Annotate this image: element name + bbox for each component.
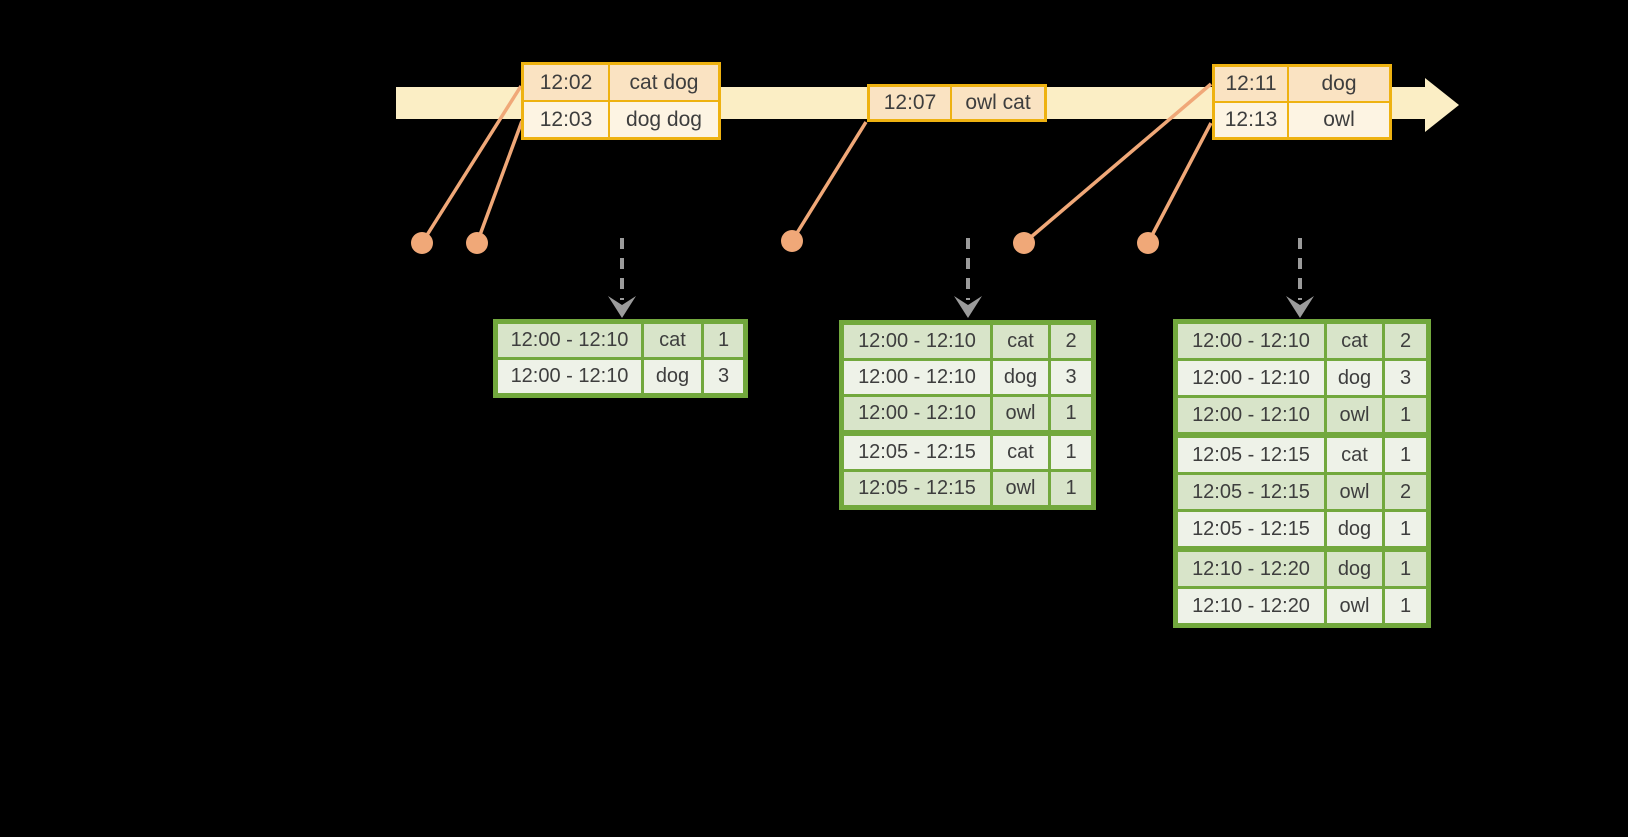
event-time-cell: 12:13 — [1215, 103, 1287, 137]
count-cell: 1 — [1051, 436, 1091, 469]
count-cell: 3 — [1051, 361, 1091, 394]
word-cell: cat — [1327, 324, 1382, 358]
event-time-cell: 12:03 — [524, 102, 608, 137]
window-cell: 12:10 - 12:20 — [1178, 552, 1324, 586]
count-cell: 2 — [1385, 324, 1426, 358]
trigger-arrow-icon — [608, 296, 636, 318]
count-cell: 1 — [1051, 397, 1091, 430]
word-cell: cat — [1327, 438, 1382, 472]
word-cell: owl — [1327, 589, 1382, 623]
word-cell: owl — [993, 397, 1048, 430]
count-cell: 1 — [1385, 512, 1426, 546]
word-cell: owl — [993, 472, 1048, 505]
word-cell: dog — [644, 360, 701, 393]
event-dot-icon — [781, 230, 803, 252]
count-cell: 1 — [1385, 398, 1426, 432]
window-cell: 12:05 - 12:15 — [1178, 512, 1324, 546]
window-cell: 12:05 - 12:15 — [844, 472, 990, 505]
word-cell: dog — [1327, 361, 1382, 395]
event-time-cell: 12:02 — [524, 65, 608, 100]
trigger-arrows — [620, 238, 1302, 300]
trigger-arrow-icon — [954, 296, 982, 318]
window-cell: 12:00 - 12:10 — [498, 324, 641, 357]
connector-line — [790, 121, 868, 242]
count-cell: 1 — [1385, 589, 1426, 623]
word-cell: dog — [993, 361, 1048, 394]
trigger-arrow-icon — [1286, 296, 1314, 318]
count-cell: 3 — [704, 360, 743, 393]
window-cell: 12:00 - 12:10 — [1178, 361, 1324, 395]
event-dot-icon — [411, 232, 433, 254]
window-cell: 12:00 - 12:10 — [1178, 324, 1324, 358]
count-cell: 1 — [1385, 438, 1426, 472]
event-words-cell: owl — [1289, 103, 1389, 137]
event-time-cell: 12:07 — [870, 87, 950, 119]
event-words-cell: owl cat — [952, 87, 1044, 119]
event-dot-icon — [466, 232, 488, 254]
window-cell: 12:00 - 12:10 — [1178, 398, 1324, 432]
word-cell: cat — [993, 436, 1048, 469]
word-cell: dog — [1327, 552, 1382, 586]
word-cell: dog — [1327, 512, 1382, 546]
count-cell: 1 — [704, 324, 743, 357]
count-cell: 1 — [1385, 552, 1426, 586]
word-cell: cat — [644, 324, 701, 357]
window-cell: 12:00 - 12:10 — [844, 361, 990, 394]
window-cell: 12:05 - 12:15 — [1178, 438, 1324, 472]
window-cell: 12:05 - 12:15 — [844, 436, 990, 469]
window-cell: 12:00 - 12:10 — [844, 325, 990, 358]
count-cell: 1 — [1051, 472, 1091, 505]
event-time-cell: 12:11 — [1215, 67, 1287, 101]
event-dots — [411, 230, 1159, 254]
timeline-arrow-icon — [1425, 78, 1459, 132]
event-words-cell: dog — [1289, 67, 1389, 101]
word-cell: cat — [993, 325, 1048, 358]
event-dot-icon — [1137, 232, 1159, 254]
window-cell: 12:00 - 12:10 — [498, 360, 641, 393]
count-cell: 3 — [1385, 361, 1426, 395]
window-cell: 12:10 - 12:20 — [1178, 589, 1324, 623]
count-cell: 2 — [1385, 475, 1426, 509]
event-dot-icon — [1013, 232, 1035, 254]
event-words-cell: cat dog — [610, 65, 718, 100]
word-cell: owl — [1327, 398, 1382, 432]
connector-line — [1146, 122, 1213, 244]
window-cell: 12:00 - 12:10 — [844, 397, 990, 430]
word-cell: owl — [1327, 475, 1382, 509]
window-cell: 12:05 - 12:15 — [1178, 475, 1324, 509]
event-words-cell: dog dog — [610, 102, 718, 137]
count-cell: 2 — [1051, 325, 1091, 358]
connector-line — [475, 120, 524, 244]
trigger-arrowheads — [608, 296, 1314, 318]
